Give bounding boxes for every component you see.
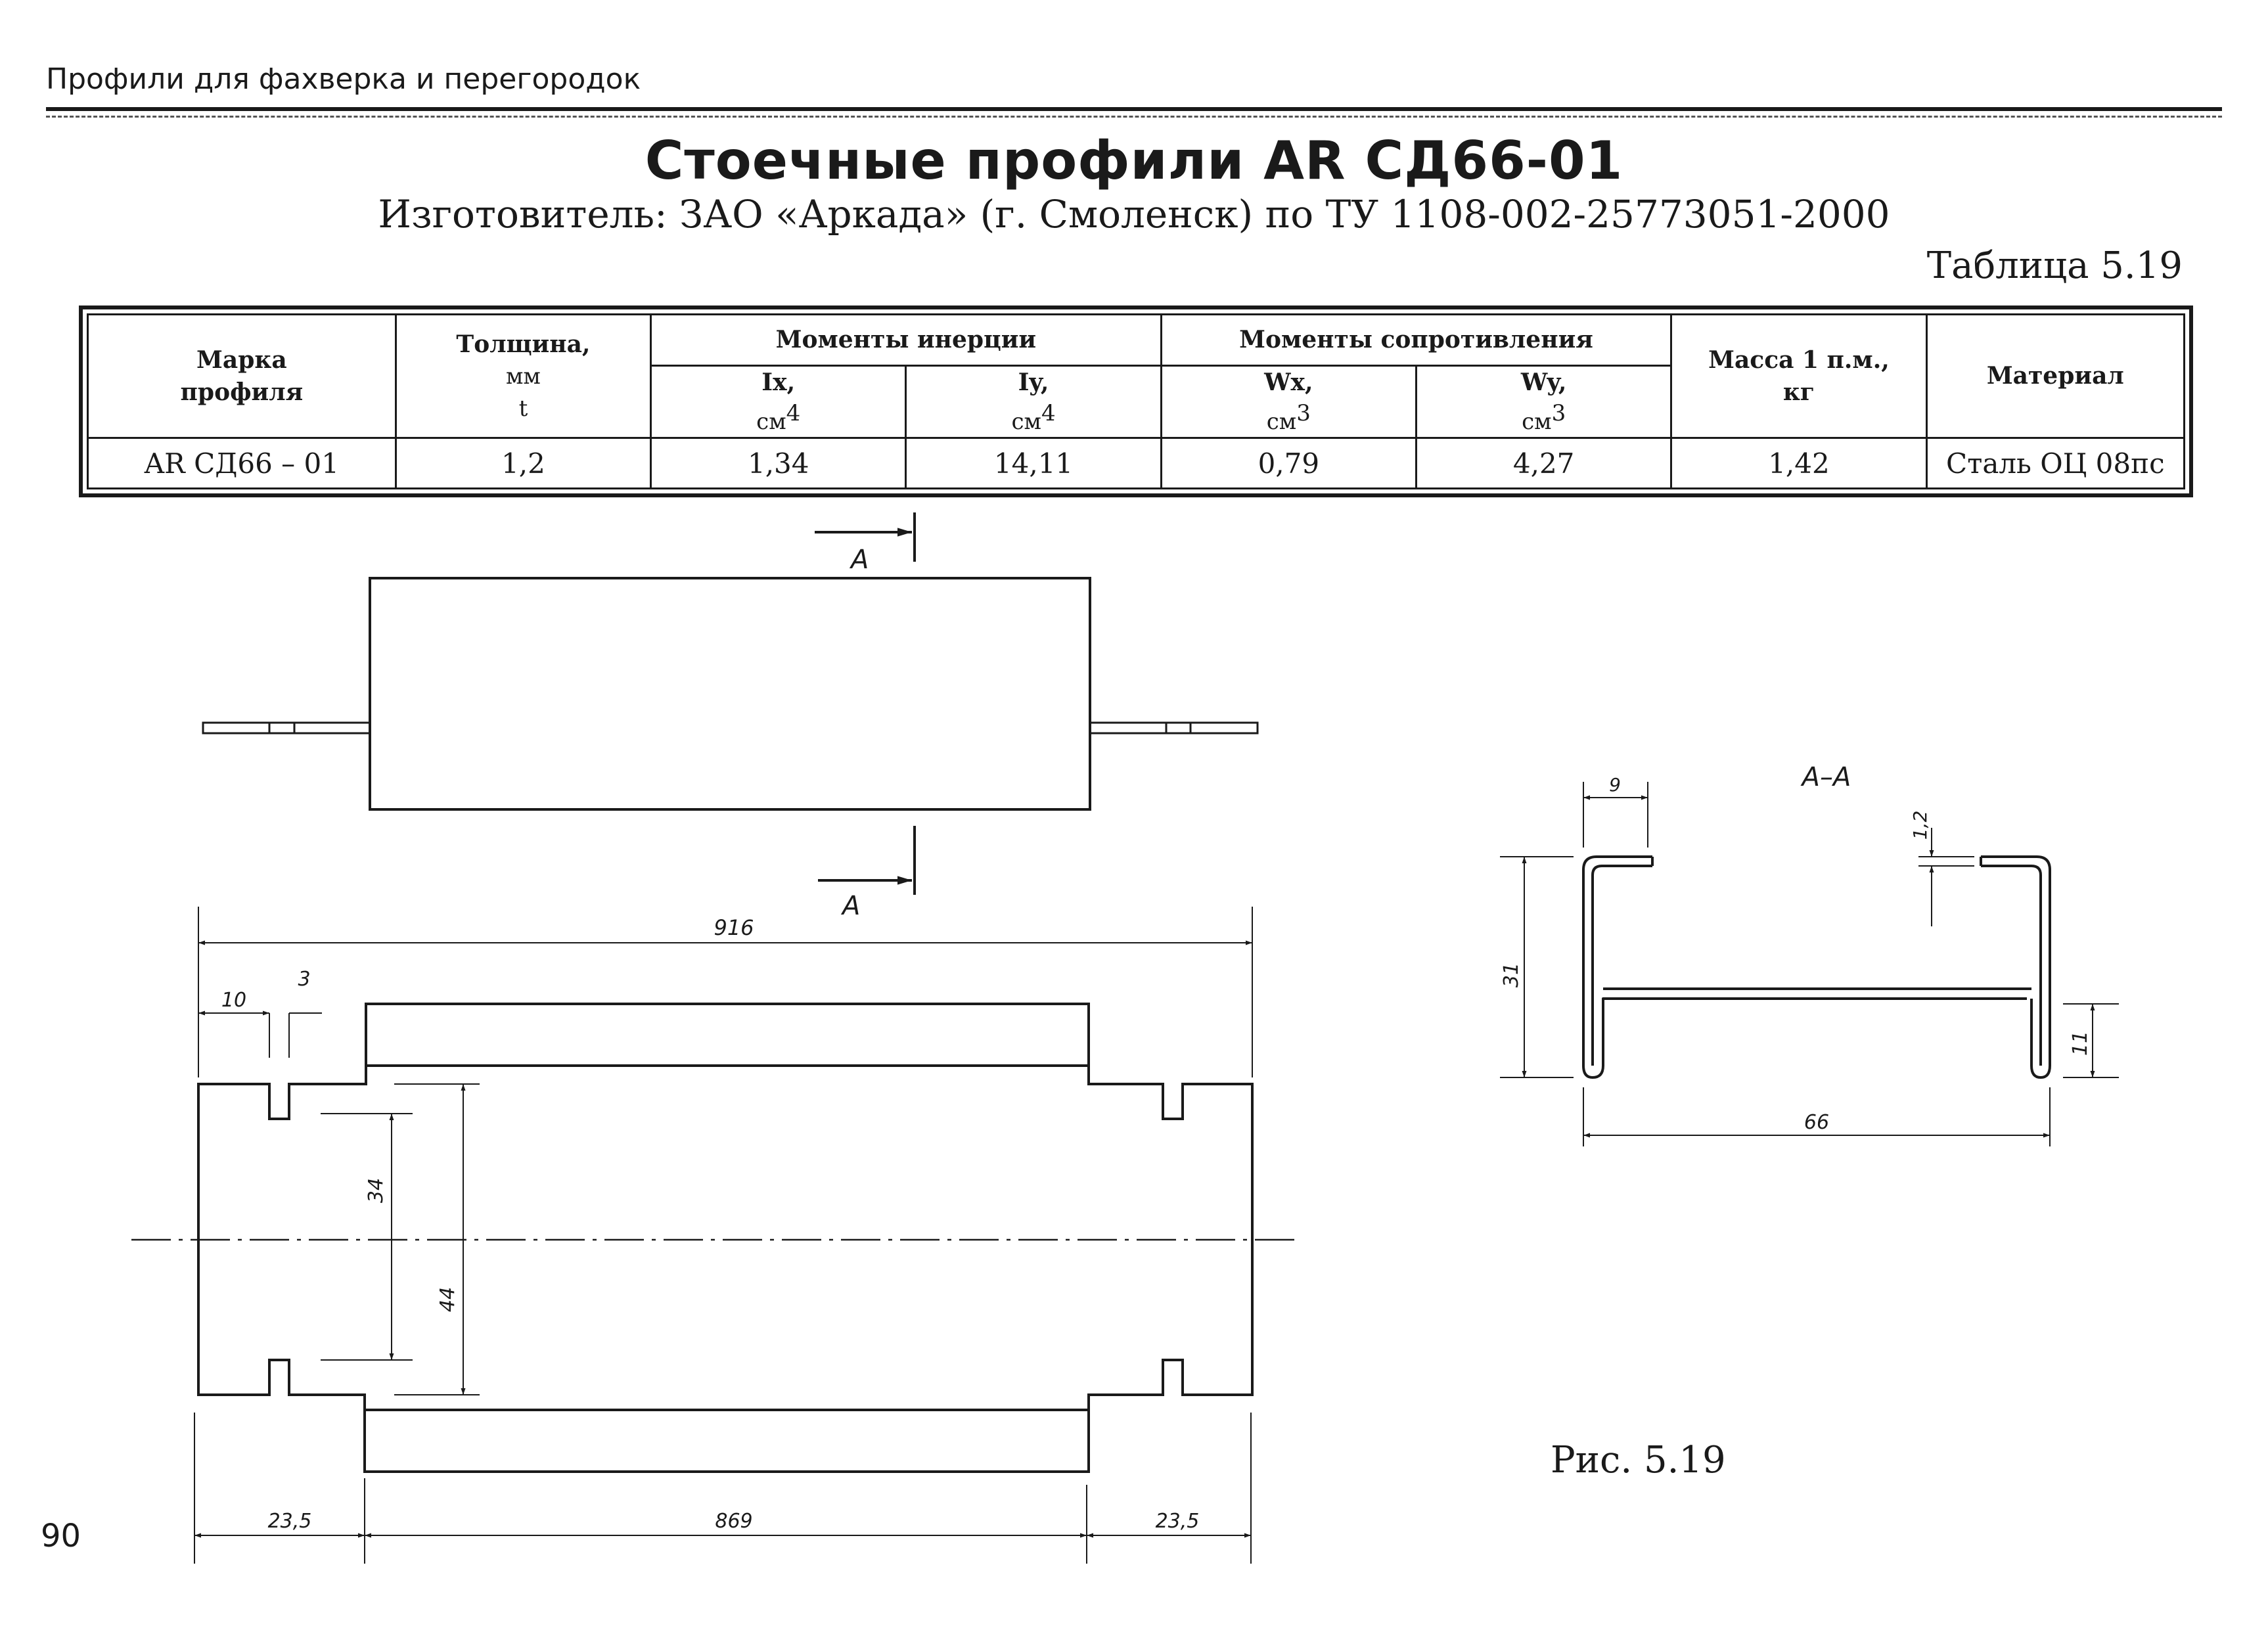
dim-23-5-left: 23,5 [268,1510,312,1533]
end-tab-left [202,721,371,735]
manufacturer-subtitle: Изготовитель: ЗАО «Аркада» (г. Смоленск)… [378,192,1890,237]
dim-916: 916 [714,915,754,940]
dim-44: 44 [436,1287,459,1312]
section-marker-top [815,512,916,562]
dim-31: 31 [1500,962,1523,987]
cell-wx: 0,79 [1160,437,1417,489]
header-inertia: Моменты инерции [650,313,1162,367]
section-mark-bottom: А [840,891,860,921]
section-profile-right-inner [1981,865,2042,1066]
section-profile-left-inner [1591,865,1652,1066]
dim-869: 869 [715,1510,752,1533]
figure-caption: Рис. 5.19 [1551,1439,1726,1482]
dim-23-5-right: 23,5 [1156,1510,1200,1533]
cell-mark: AR СД66 – 01 [87,437,397,489]
header-thickness: Толщина, мм t [394,313,652,440]
header-material: Материал [1925,313,2186,440]
section-profile-left [1582,855,2027,1079]
flat-pattern-dims [194,907,1253,1564]
dim-34: 34 [365,1178,388,1203]
header-iy: Iy,см4 [905,364,1162,440]
top-view [202,577,1259,811]
running-head: Профили для фахверка и перегородок [46,62,641,96]
header-rule-thin [46,116,2222,118]
dim-10: 10 [221,989,246,1012]
table-label: Таблица 5.19 [1926,244,2183,287]
cell-material: Сталь ОЦ 08пс [1925,437,2186,489]
header-wy: Wy,см3 [1415,364,1673,440]
dim-1-2: 1,2 [1909,811,1931,840]
page-number: 90 [41,1518,81,1554]
section-marker-bottom [818,826,916,895]
dim-11: 11 [2069,1031,2092,1056]
header-rule-thick [46,107,2222,111]
section-profile-right [1981,855,2051,1079]
dim-3: 3 [298,968,310,991]
cell-mass: 1,42 [1670,437,1928,489]
profile-top-view [369,577,1091,811]
header-wx: Wx,см3 [1160,364,1417,440]
cell-wy: 4,27 [1415,437,1673,489]
header-mass: Масса 1 п.м.,кг [1670,313,1928,440]
cell-thickness: 1,2 [394,437,652,489]
end-tab-right [1089,721,1259,735]
header-ix: Ix,см4 [650,364,907,440]
section-dims [1500,782,2119,1146]
dim-66: 66 [1804,1111,1829,1134]
page-title: Стоечные профили AR СД66-01 [645,130,1623,191]
cell-iy: 14,11 [905,437,1162,489]
dim-9: 9 [1609,774,1621,796]
cell-ix: 1,34 [650,437,907,489]
flat-pattern-outline [197,1003,1254,1473]
header-resistance: Моменты сопротивления [1160,313,1673,367]
section-title: А–А [1800,762,1851,792]
section-mark-top: А [849,545,869,575]
section-a-a [1582,855,2051,1079]
